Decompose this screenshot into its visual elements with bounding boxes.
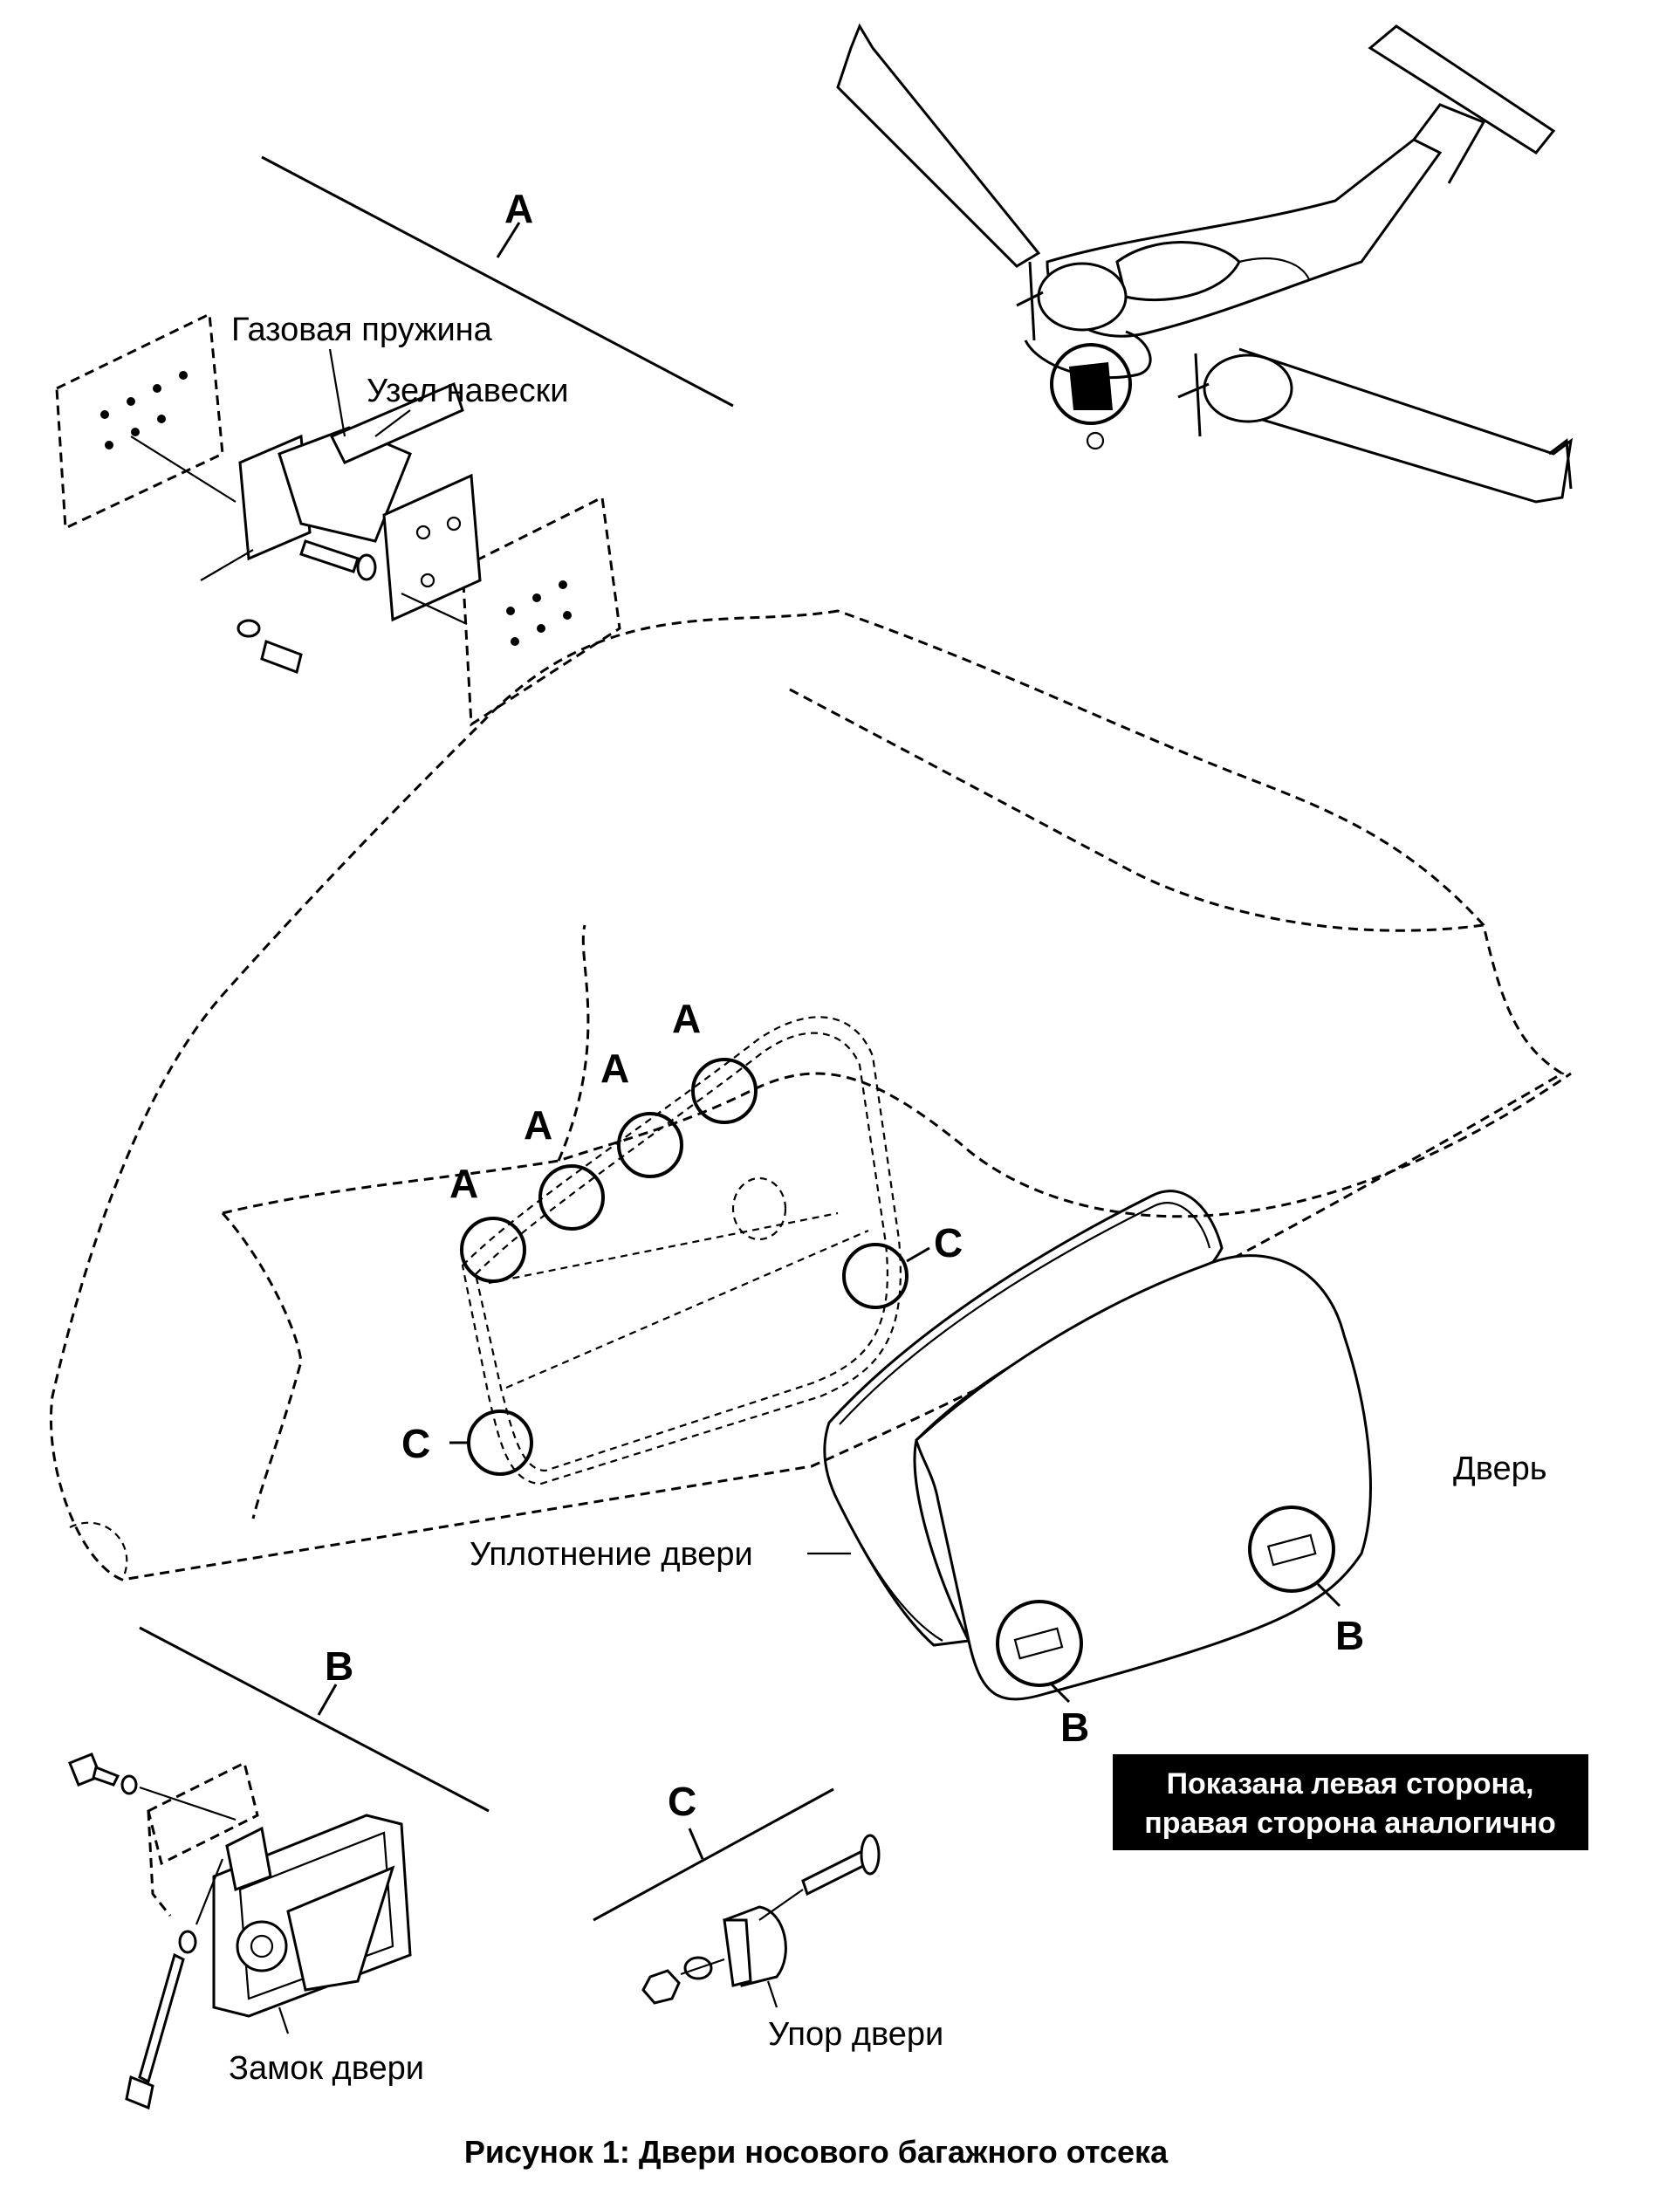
- door-stop-label: Упор двери: [768, 2016, 943, 2053]
- gas-spring-label: Газовая пружина: [231, 312, 493, 348]
- hinge-assembly-label: Узел навески: [367, 373, 568, 409]
- callout-b2: B: [1335, 1613, 1364, 1658]
- detail-c-title: C: [668, 1779, 696, 1824]
- callout-a1: A: [449, 1161, 478, 1206]
- callout-circle-a4: [691, 1058, 758, 1124]
- callout-circle-a1: [460, 1217, 526, 1283]
- callout-circle-b2: [1248, 1506, 1335, 1593]
- aircraft-overview: [836, 23, 1574, 504]
- callout-b1: B: [1060, 1705, 1089, 1750]
- detail-a: A: [55, 155, 734, 727]
- note-box: Показана левая сторона, правая сторона а…: [1113, 1754, 1588, 1850]
- callout-a3: A: [600, 1046, 629, 1091]
- door-panel: [915, 1254, 1372, 1701]
- note-line1: Показана левая сторона,: [1167, 1767, 1534, 1801]
- callout-c2: C: [401, 1421, 430, 1466]
- detail-b: B Замок двери: [68, 1626, 490, 2110]
- note-line2: правая сторона аналогично: [1144, 1807, 1556, 1840]
- callout-circle-a2: [538, 1164, 605, 1231]
- detail-a-title: A: [504, 186, 533, 231]
- figure-caption: Рисунок 1: Двери носового багажного отсе…: [464, 2134, 1169, 2170]
- detail-b-title: B: [325, 1643, 353, 1689]
- door-lock-label: Замок двери: [229, 2050, 424, 2087]
- callout-circle-c1: [842, 1243, 909, 1309]
- hinge-right-plate: [382, 473, 482, 622]
- gas-spring: [329, 381, 464, 464]
- hinge-body: [278, 426, 412, 543]
- right-panel-holes: [506, 580, 572, 646]
- callout-a2: A: [524, 1102, 552, 1148]
- door-label: Дверь: [1453, 1451, 1547, 1487]
- callout-c1: C: [934, 1220, 963, 1266]
- door: B B Дверь Уплотнение двери: [470, 1190, 1547, 1750]
- callout-circle-c2: [467, 1410, 533, 1476]
- detail-c: C Упор двери: [593, 1779, 943, 2053]
- callout-a4: A: [672, 996, 701, 1041]
- callout-circle-b1: [996, 1600, 1083, 1687]
- callout-circle-a3: [617, 1112, 683, 1178]
- left-panel-holes: [100, 371, 188, 449]
- door-seal-label: Уплотнение двери: [470, 1536, 753, 1573]
- nose-fuselage: A A A A C C: [50, 609, 1572, 1581]
